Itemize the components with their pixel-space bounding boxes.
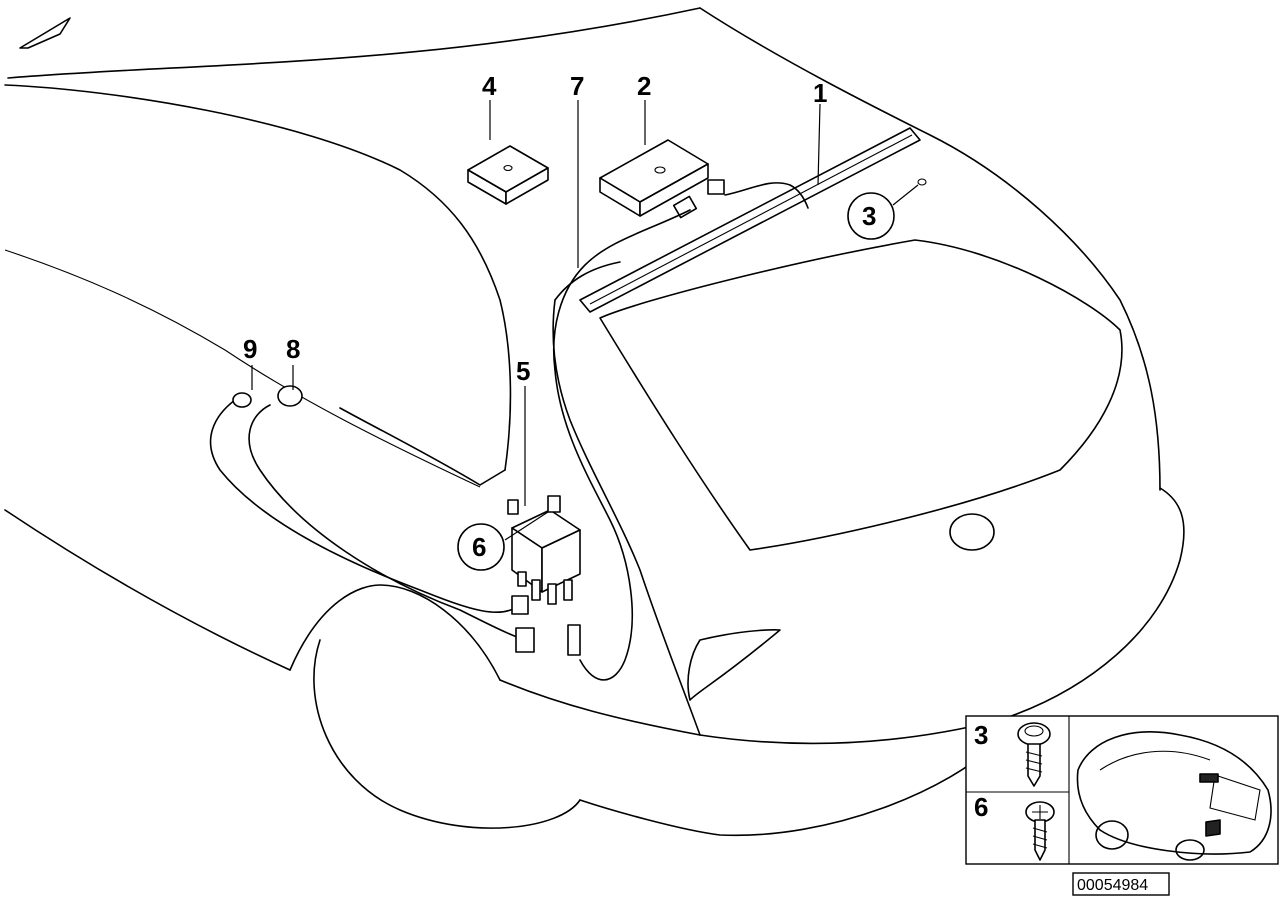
screw-icon	[1025, 801, 1055, 861]
callout-6-circle	[457, 523, 505, 571]
antenna-amplifier-module	[552, 139, 709, 371]
antenna-cable-7	[554, 369, 633, 681]
inset-panel: 3 6	[965, 715, 1279, 865]
callout-5: 5	[516, 356, 530, 386]
callout-9: 9	[243, 334, 257, 364]
car-body-outline	[4, 7, 1185, 837]
car-thumbnail-icon	[1076, 731, 1272, 861]
inset-label-6: 6	[974, 792, 988, 822]
inset-label-3: 3	[974, 720, 988, 750]
leader-lines	[251, 100, 927, 541]
callout-2: 2	[637, 71, 651, 101]
callout-4: 4	[482, 71, 497, 101]
antenna-cables-8-9	[209, 385, 535, 653]
diagram-id-label: 00054984	[1072, 872, 1170, 896]
control-unit-4	[467, 145, 549, 205]
antenna-cable-1	[707, 179, 809, 209]
callout-1: 1	[813, 78, 827, 108]
callout-3: 3	[862, 201, 876, 231]
diversity-module-5	[507, 495, 581, 605]
callout-6: 6	[472, 532, 486, 562]
callout-3-circle	[847, 192, 895, 240]
callout-7: 7	[570, 71, 584, 101]
screw-icon	[1017, 722, 1051, 787]
callout-8: 8	[286, 334, 300, 364]
diagram-id-text: 00054984	[1077, 877, 1148, 894]
